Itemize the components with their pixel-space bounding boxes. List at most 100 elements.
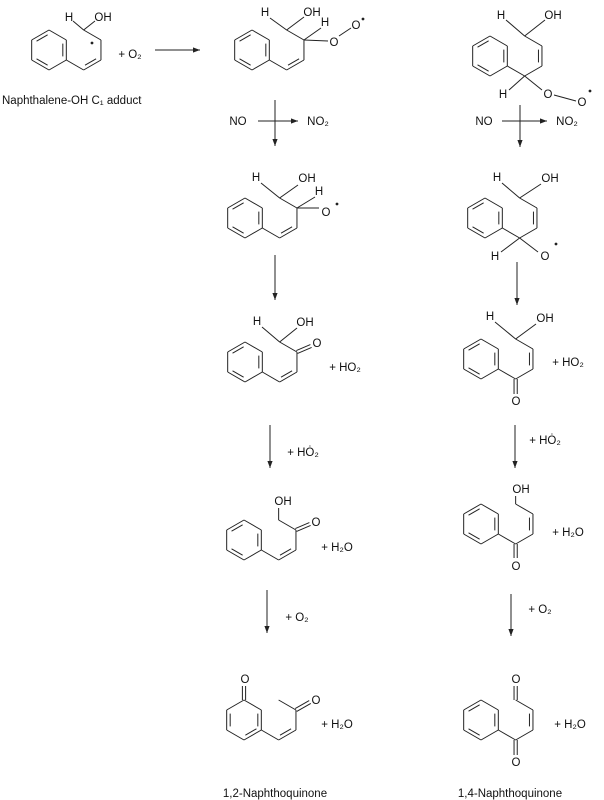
reagent-no: NO — [229, 116, 246, 128]
ring-bond — [243, 519, 262, 531]
atom-label-o-radical: O — [322, 207, 331, 219]
double-bond-line — [477, 64, 489, 72]
double-bond-line — [36, 34, 48, 42]
bond — [279, 327, 298, 343]
ring-bond — [226, 699, 245, 711]
double-bond-line — [245, 728, 257, 736]
ring-bond — [251, 29, 270, 41]
atom-label-o-radical: O — [578, 97, 587, 109]
double-bond-line — [279, 548, 292, 556]
ring-bond — [226, 549, 245, 561]
atom-label-h: H — [315, 186, 323, 198]
coproduct-h2o: + H₂O — [321, 542, 353, 554]
ring-bond — [467, 197, 486, 209]
atom-label-h: H — [65, 12, 73, 24]
ring-bond — [48, 59, 67, 71]
arrow-head — [508, 629, 514, 636]
atom-label-h: H — [252, 172, 260, 184]
atom-label-oh: OH — [274, 496, 291, 508]
arrow-head — [264, 626, 270, 633]
atom-label-oh: OH — [512, 484, 529, 496]
ring-bond — [243, 699, 262, 711]
double-bond-line — [468, 367, 480, 375]
ring-bond — [489, 35, 508, 47]
ring-bond — [244, 227, 263, 239]
ring-bond — [278, 549, 297, 561]
arrow-head — [193, 47, 200, 53]
ring-bond — [244, 371, 263, 383]
double-bond-line — [468, 532, 480, 540]
ring-bond — [463, 533, 482, 545]
atom-label-h: H — [497, 10, 505, 22]
double-bond-line — [231, 524, 243, 532]
double-bond-line — [468, 508, 480, 516]
double-bond-line — [232, 346, 244, 354]
ring-bond — [484, 227, 503, 239]
ring-bond — [244, 197, 263, 209]
atom-label-oh: OH — [544, 10, 561, 22]
ring-bond — [515, 729, 534, 741]
ring-bond — [463, 368, 482, 380]
ring-bond — [234, 29, 253, 41]
ring-bond — [480, 699, 499, 711]
reagent-ho2: + HȮ₂ — [287, 446, 319, 459]
reagent-ho2: + HȮ₂ — [529, 434, 561, 447]
carbonyl-bond — [296, 344, 311, 351]
reagent-o2: + O₂ — [285, 612, 308, 624]
double-bond-line — [239, 34, 251, 42]
bond — [524, 19, 546, 37]
bond — [260, 182, 280, 199]
double-bond-line — [477, 40, 489, 48]
bond — [338, 27, 352, 37]
ring-bond — [227, 227, 246, 239]
radical-dot — [361, 17, 365, 21]
bond — [303, 27, 322, 41]
radical-dot — [90, 41, 94, 45]
ring-bond — [251, 59, 270, 71]
ring-bond — [519, 197, 538, 209]
double-bond-line — [231, 548, 243, 556]
bond — [279, 184, 299, 199]
ring-bond — [243, 549, 262, 561]
ring-bond — [463, 699, 482, 711]
radical-dots — [90, 17, 592, 246]
ring-bond — [467, 227, 486, 239]
double-bond-line — [36, 58, 48, 66]
double-bond-line — [232, 202, 244, 210]
ring-bond — [66, 59, 84, 71]
carbonyl-bond — [297, 347, 312, 354]
bond — [494, 321, 516, 340]
ring-bond — [278, 519, 297, 531]
atom-label-h: H — [499, 89, 507, 101]
arrow-head — [267, 461, 273, 468]
ring-bond — [83, 59, 102, 71]
coproduct-h2o: + H₂O — [552, 527, 584, 539]
reagent-o2: + O₂ — [528, 604, 551, 616]
arrow-head — [540, 118, 547, 124]
double-bond-line — [239, 58, 251, 66]
double-bond-line — [287, 58, 300, 66]
ring-bond — [515, 338, 534, 350]
ring-bond — [227, 371, 246, 383]
double-bond-line — [472, 226, 484, 234]
atom-label-h: H — [253, 316, 261, 328]
ring-bond — [480, 533, 499, 545]
bond — [553, 94, 577, 102]
ring-bond — [498, 729, 516, 741]
ring-bond — [515, 503, 534, 515]
arrow-head — [272, 139, 278, 146]
ring-bond — [463, 729, 482, 741]
arrow-head — [272, 293, 278, 300]
ring-bond — [484, 197, 503, 209]
ring-bond — [226, 729, 245, 741]
ring-bond — [31, 59, 50, 71]
product-name-14: 1,4-Naphthoquinone — [458, 788, 562, 800]
ring-bond — [463, 338, 482, 350]
bond — [500, 237, 520, 253]
product-no2: NO₂ — [307, 116, 329, 128]
bond — [83, 20, 96, 31]
atom-label-o: O — [330, 37, 339, 49]
ring-bond — [226, 519, 245, 531]
atom-label-h: H — [261, 7, 269, 19]
ring-bond — [262, 371, 280, 383]
